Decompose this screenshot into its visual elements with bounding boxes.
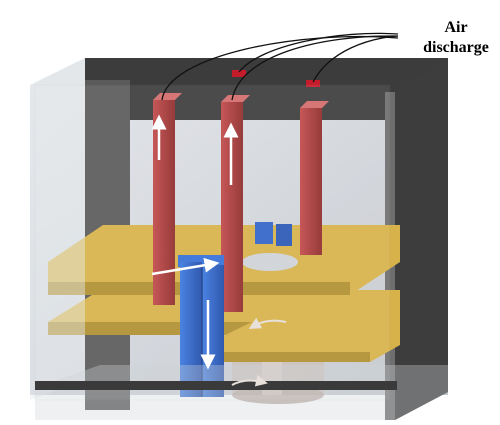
circulation-curved-arrow	[248, 317, 287, 329]
outlet-port-1	[232, 70, 246, 77]
air-discharge-label-line1: Air	[444, 19, 468, 36]
enclosure-glass-front	[30, 58, 391, 401]
air-discharge-label-line2: discharge	[423, 39, 489, 56]
exhaust-duct-2	[221, 95, 250, 312]
enclosure-base	[35, 365, 448, 420]
exhaust-duct-3	[300, 101, 329, 255]
air-discharge-label: Air discharge	[410, 18, 500, 58]
airflow-right-arrow	[151, 257, 220, 276]
outlet-port-2	[306, 80, 320, 87]
base-plate	[35, 381, 397, 390]
blue-component-blocks	[255, 222, 292, 246]
air-discharge-leader-lines	[161, 32, 399, 101]
circulation-curved-arrow	[231, 374, 268, 387]
